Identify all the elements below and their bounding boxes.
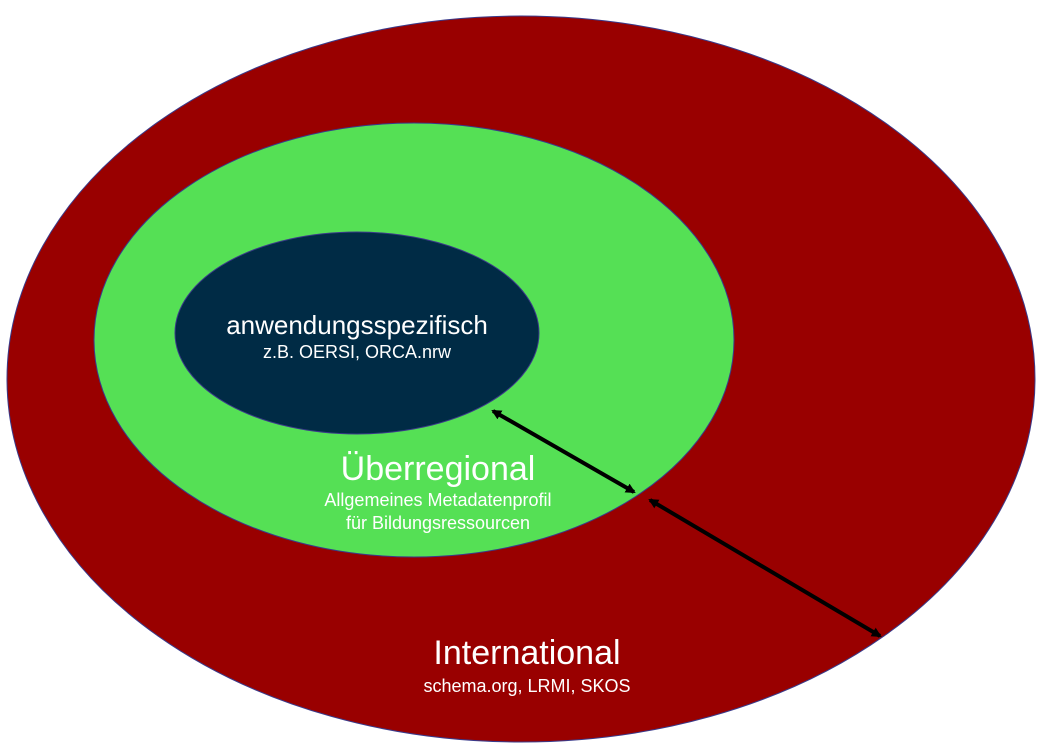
inner-to-middle-arrow <box>491 409 636 494</box>
international-title: International <box>433 634 620 672</box>
ueberregional-title: Überregional <box>341 450 536 488</box>
anwendungsspezifisch-ellipse <box>174 231 540 435</box>
ueberregional-subtitle-line2: für Bildungsressourcen <box>346 513 530 533</box>
middle-to-outer-arrow <box>648 498 882 638</box>
ueberregional-subtitle-line1: Allgemeines Metadatenprofil <box>324 490 551 510</box>
international-subtitle: schema.org, LRMI, SKOS <box>423 676 630 696</box>
anwendungsspezifisch-subtitle: z.B. OERSI, ORCA.nrw <box>263 342 452 362</box>
anwendungsspezifisch-title: anwendungsspezifisch <box>226 310 488 340</box>
